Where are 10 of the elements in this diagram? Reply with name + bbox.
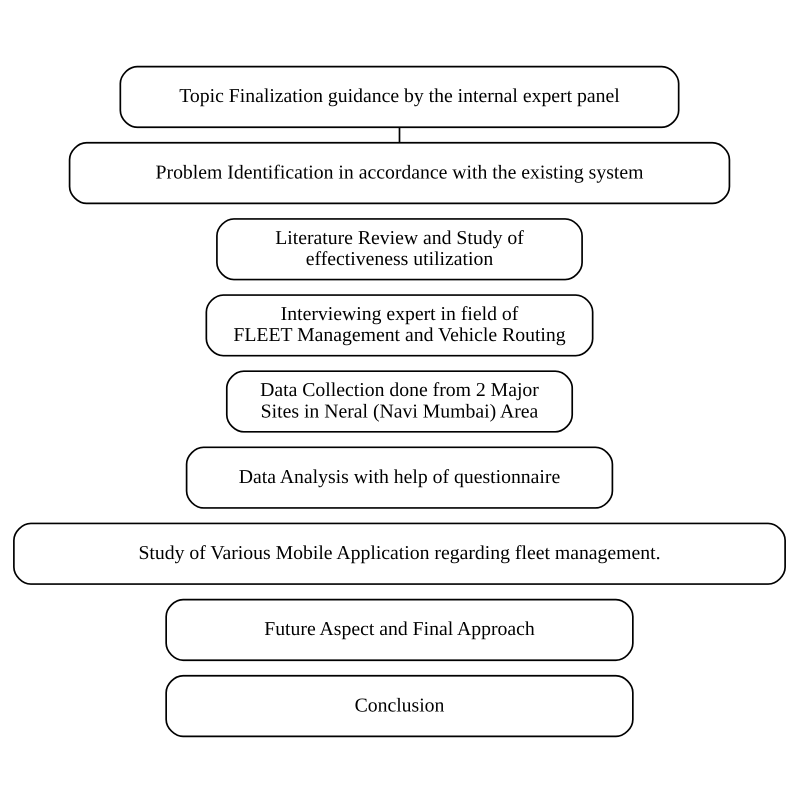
node-box: Conclusion — [165, 674, 634, 738]
node-box: Study of Various Mobile Application regarding fleet management. — [13, 522, 786, 585]
node-box: Topic Finalization guidance by the internal expert panel — [119, 66, 680, 128]
node-box: Interviewing expert in field of FLEET Management and Vehicle Routing — [206, 294, 594, 357]
node-box: Literature Review and Study of effectiveness utilization — [216, 218, 583, 280]
node-box: Future Aspect and Final Approach — [165, 598, 634, 662]
connector — [398, 127, 400, 142]
node-box: Data Collection done from 2 Major Sites in Neral (Navi Mumbai) Area — [226, 370, 574, 433]
node-box: Data Analysis with help of questionnaire — [186, 446, 614, 509]
node-box: Problem Identification in accordance with the existing system — [68, 142, 730, 204]
